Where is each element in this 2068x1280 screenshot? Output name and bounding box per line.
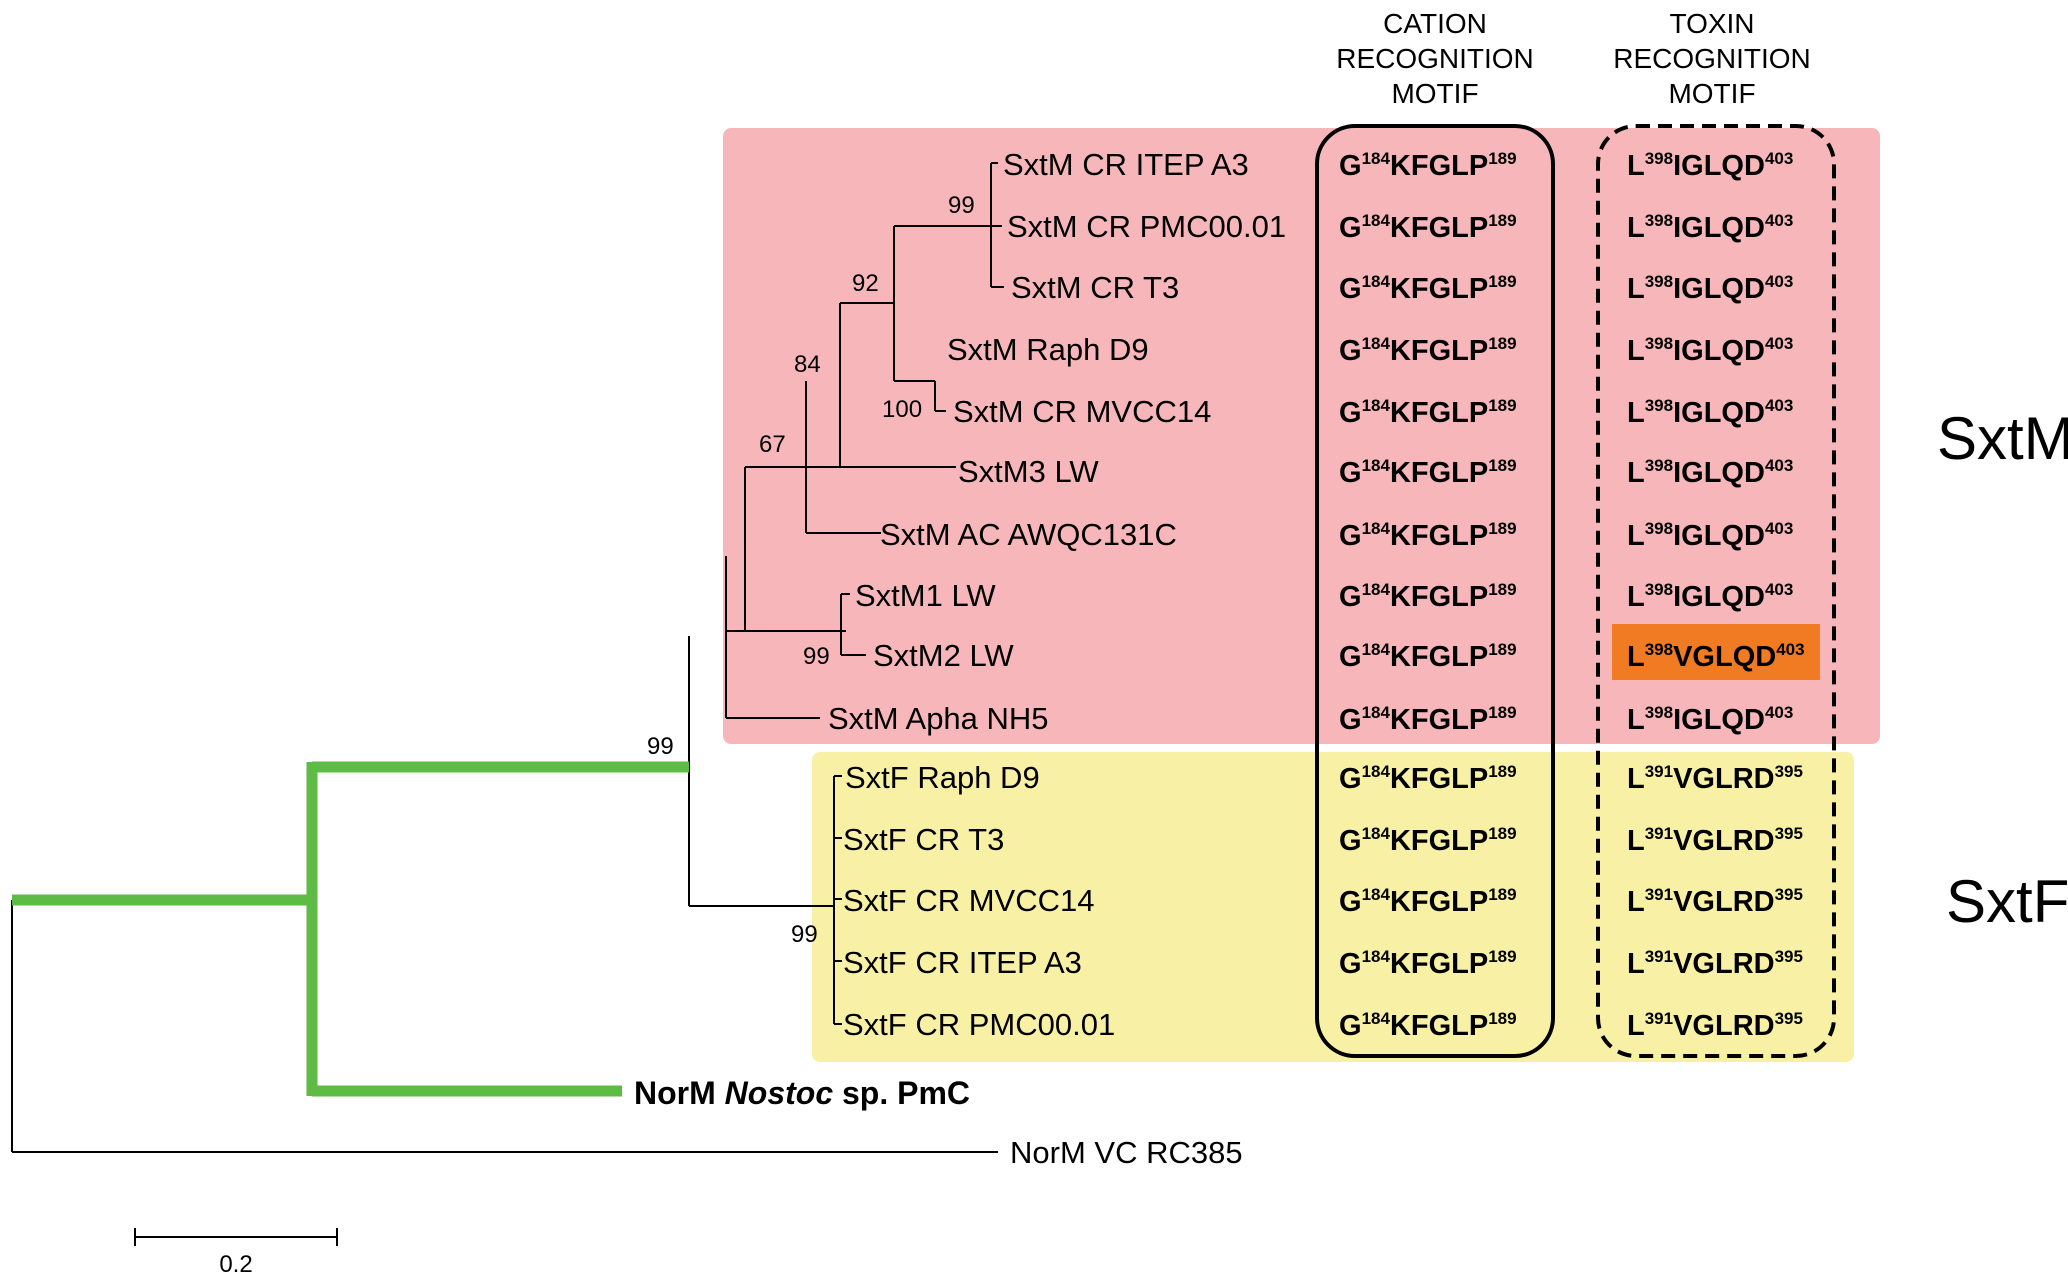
- motif-sequence: L391VGLRD395: [1627, 824, 1803, 857]
- motif-sequence: G184KFGLP189: [1339, 334, 1517, 367]
- bootstrap-value: 84: [794, 351, 821, 378]
- toxin-header-line-1: TOXIN: [1669, 8, 1754, 39]
- taxon-label: SxtM Raph D9: [947, 332, 1149, 367]
- motif-sequence: L398IGLQD403: [1627, 211, 1793, 244]
- cation-header-line-3: MOTIF: [1391, 78, 1478, 109]
- motif-sequence: G184KFGLP189: [1339, 640, 1517, 673]
- bootstrap-values: 99 92 84 100 67 99 99 99: [647, 192, 975, 948]
- taxon-label-norm-nostoc: NorM Nostoc sp. PmC: [634, 1075, 970, 1111]
- taxon-label: SxtM CR T3: [1011, 270, 1179, 305]
- motif-sequence: L398IGLQD403: [1627, 334, 1793, 367]
- taxon-label: SxtF CR PMC00.01: [843, 1007, 1115, 1042]
- taxon-labels: SxtM CR ITEP A3 SxtM CR PMC00.01 SxtM CR…: [634, 147, 1286, 1170]
- motif-sequence: L398IGLQD403: [1627, 580, 1793, 613]
- bootstrap-value: 92: [852, 270, 879, 297]
- taxon-label-norm-vc: NorM VC RC385: [1010, 1135, 1243, 1170]
- motif-sequence: L398IGLQD403: [1627, 396, 1793, 429]
- highlight-box: [1612, 624, 1820, 680]
- motif-sequence: G184KFGLP189: [1339, 149, 1517, 182]
- motif-sequence: L391VGLRD395: [1627, 762, 1803, 795]
- taxon-label: SxtM Apha NH5: [828, 701, 1049, 736]
- taxon-label: SxtF CR ITEP A3: [843, 945, 1082, 980]
- toxin-motif-column: L398IGLQD403L398IGLQD403L398IGLQD403L398…: [1627, 149, 1805, 1042]
- motif-sequence: G184KFGLP189: [1339, 947, 1517, 980]
- cation-motif-outline: [1315, 124, 1555, 1058]
- taxon-label: SxtM1 LW: [855, 578, 996, 613]
- cation-header: CATION RECOGNITION MOTIF: [1336, 8, 1534, 109]
- bootstrap-value: 100: [882, 396, 922, 423]
- motif-sequence: G184KFGLP189: [1339, 580, 1517, 613]
- motif-sequence: G184KFGLP189: [1339, 1009, 1517, 1042]
- bootstrap-value: 99: [791, 921, 818, 948]
- scale-bar: 0.2: [134, 1228, 338, 1278]
- bootstrap-value: 99: [948, 192, 975, 219]
- motif-sequence: L398IGLQD403: [1627, 703, 1793, 736]
- motif-sequence: L398IGLQD403: [1627, 519, 1793, 552]
- green-branches: [12, 761, 689, 1097]
- bootstrap-value: 99: [803, 643, 830, 670]
- motif-sequence: G184KFGLP189: [1339, 703, 1517, 736]
- taxon-label: SxtF Raph D9: [845, 760, 1040, 795]
- motif-sequence: G184KFGLP189: [1339, 211, 1517, 244]
- motif-sequence: G184KFGLP189: [1339, 272, 1517, 305]
- toxin-header-line-3: MOTIF: [1668, 78, 1755, 109]
- motif-sequence: G184KFGLP189: [1339, 824, 1517, 857]
- motif-sequence: G184KFGLP189: [1339, 885, 1517, 918]
- motif-sequence: G184KFGLP189: [1339, 456, 1517, 489]
- toxin-motif-outline: [1596, 124, 1836, 1058]
- taxon-label: SxtM3 LW: [958, 454, 1099, 489]
- motif-sequence: G184KFGLP189: [1339, 396, 1517, 429]
- bootstrap-value: 67: [759, 431, 786, 458]
- taxon-label: SxtF CR T3: [843, 822, 1004, 857]
- cation-header-line-1: CATION: [1383, 8, 1487, 39]
- taxon-label: SxtM CR PMC00.01: [1007, 209, 1286, 244]
- motif-sequence: L398VGLQD403: [1627, 640, 1805, 673]
- sxtm-group-box: [723, 128, 1880, 744]
- group-label-sxtf: SxtF: [1946, 868, 2068, 935]
- motif-sequence: L391VGLRD395: [1627, 885, 1803, 918]
- scale-bar-label: 0.2: [219, 1251, 252, 1278]
- toxin-header-line-2: RECOGNITION: [1613, 43, 1811, 74]
- motif-sequence: L391VGLRD395: [1627, 1009, 1803, 1042]
- taxon-label: SxtF CR MVCC14: [843, 883, 1094, 918]
- motif-sequence: L398IGLQD403: [1627, 149, 1793, 182]
- taxon-label: SxtM CR MVCC14: [953, 394, 1211, 429]
- motif-sequence: L398IGLQD403: [1627, 272, 1793, 305]
- motif-sequence: L398IGLQD403: [1627, 456, 1793, 489]
- motif-sequence: G184KFGLP189: [1339, 519, 1517, 552]
- taxon-label: SxtM AC AWQC131C: [880, 517, 1177, 552]
- cation-motif-column: G184KFGLP189G184KFGLP189G184KFGLP189G184…: [1339, 149, 1517, 1042]
- group-label-sxtm: SxtM: [1937, 405, 2068, 472]
- cation-header-line-2: RECOGNITION: [1336, 43, 1534, 74]
- taxon-label: SxtM CR ITEP A3: [1003, 147, 1249, 182]
- motif-sequence: L391VGLRD395: [1627, 947, 1803, 980]
- taxon-label: SxtM2 LW: [873, 638, 1014, 673]
- bootstrap-value: 99: [647, 733, 674, 760]
- toxin-header: TOXIN RECOGNITION MOTIF: [1613, 8, 1811, 109]
- motif-sequence: G184KFGLP189: [1339, 762, 1517, 795]
- sxtf-group-box: [812, 752, 1854, 1062]
